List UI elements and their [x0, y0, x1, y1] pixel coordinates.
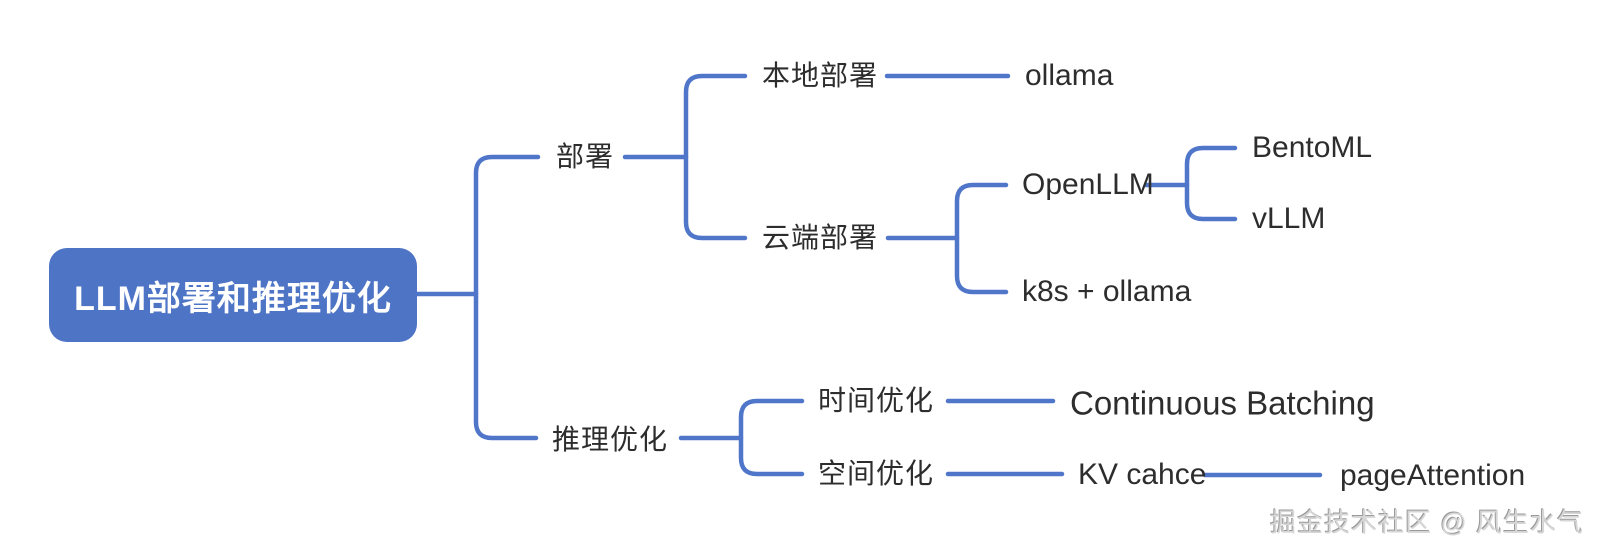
node-page-attention[interactable]: pageAttention: [1340, 459, 1526, 492]
edge-trunk-level1: [473, 154, 541, 441]
node-time-optimization[interactable]: 时间优化: [818, 385, 935, 416]
node-space-optimization[interactable]: 空间优化: [818, 458, 935, 489]
node-ollama[interactable]: ollama: [1025, 59, 1114, 92]
watermark: 掘金技术社区 @ 风生水气: [1270, 507, 1584, 538]
node-cloud-deploy[interactable]: 云端部署: [762, 222, 879, 253]
edge-trunk-openllm-children: [1184, 145, 1238, 222]
node-continuous-batching[interactable]: Continuous Batching: [1070, 384, 1375, 422]
edge-trunk-inference-children: [738, 398, 805, 477]
node-inference-optimization[interactable]: 推理优化: [552, 424, 669, 455]
node-local-deploy[interactable]: 本地部署: [762, 60, 879, 91]
edge-trunk-deploy-children: [683, 73, 748, 241]
node-root[interactable]: LLM部署和推理优化: [49, 248, 417, 342]
node-openllm[interactable]: OpenLLM: [1022, 168, 1154, 201]
root-label: LLM部署和推理优化: [74, 279, 392, 318]
node-kv-cache[interactable]: KV cahce: [1078, 458, 1207, 491]
node-deploy[interactable]: 部署: [556, 141, 615, 172]
node-bentoml[interactable]: BentoML: [1252, 131, 1373, 164]
node-vllm[interactable]: vLLM: [1252, 202, 1326, 235]
node-k8s-ollama[interactable]: k8s + ollama: [1022, 275, 1192, 308]
edge-trunk-cloud-children: [954, 182, 1009, 295]
